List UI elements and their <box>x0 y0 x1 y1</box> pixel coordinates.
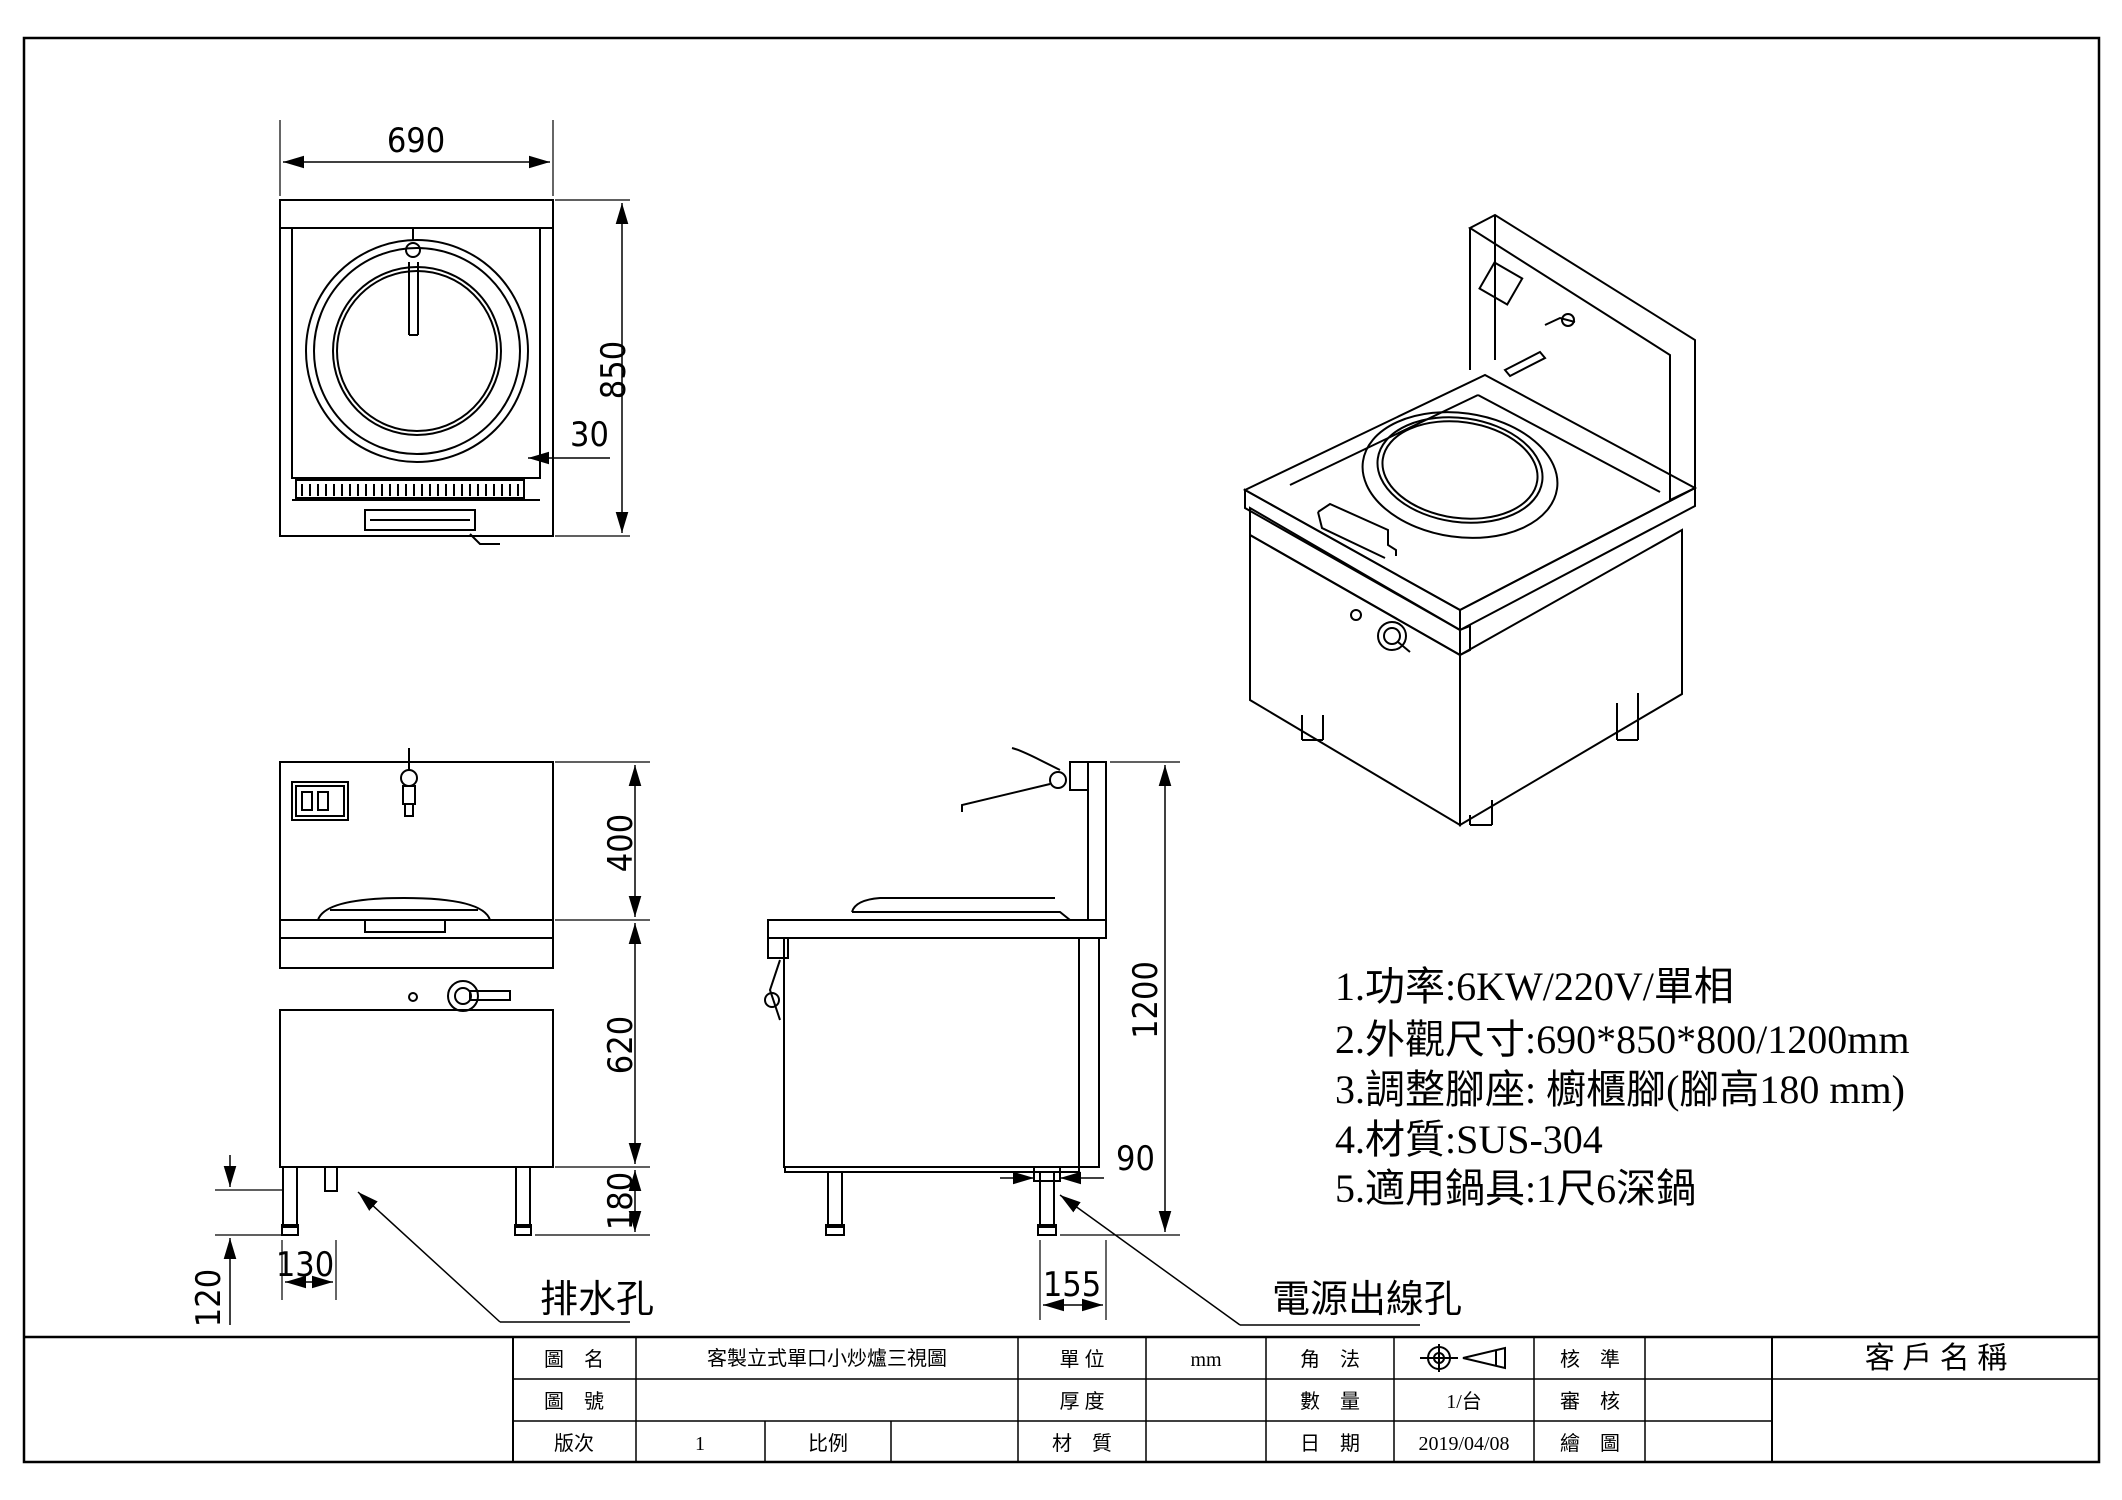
label-approve: 核 準 <box>1560 1348 1620 1371</box>
note-line: 3.調整腳座: 櫥櫃腳(腳高180 mm) <box>1335 1067 1905 1112</box>
dim-top-offset: 30 <box>570 415 609 455</box>
value-date: 2019/04/08 <box>1418 1433 1509 1455</box>
dim-front-backsplash: 400 <box>601 814 641 872</box>
note-line: 1.功率:6KW/220V/單相 <box>1335 964 1734 1009</box>
title-block-text: 圖 名 客製立式單口小炒爐三視圖 圖 號 版次 1 比例 單 位 mm 厚 度 … <box>544 1342 2007 1455</box>
sheet-border <box>22 36 2101 1464</box>
isometric-view <box>1242 213 1698 827</box>
dim-top-width: 690 <box>387 121 445 161</box>
label-date: 日 期 <box>1300 1433 1360 1455</box>
label-angle: 角 法 <box>1300 1348 1360 1371</box>
value-unit: mm <box>1190 1349 1222 1371</box>
label-drawing-no: 圖 號 <box>544 1390 604 1413</box>
label-drawing-name: 圖 名 <box>544 1348 604 1371</box>
top-view <box>279 120 630 545</box>
value-drawing-name: 客製立式單口小炒爐三視圖 <box>707 1347 947 1370</box>
dim-side-foot: 155 <box>1043 1265 1101 1305</box>
value-version: 1 <box>695 1433 705 1455</box>
dim-side-total: 1200 <box>1126 961 1166 1039</box>
dim-front-body: 620 <box>601 1016 641 1074</box>
label-drain: 排水孔 <box>540 1277 654 1321</box>
dim-front-foot-height: 120 <box>189 1269 229 1327</box>
side-view <box>764 747 1420 1326</box>
label-thickness: 厚 度 <box>1060 1390 1105 1413</box>
label-customer: 客 戶 名 稱 <box>1865 1342 2008 1375</box>
note-line: 4.材質:SUS-304 <box>1335 1117 1603 1162</box>
spec-notes: 1.功率:6KW/220V/單相 2.外觀尺寸:690*850*800/1200… <box>1335 964 1909 1211</box>
label-review: 審 核 <box>1560 1390 1620 1413</box>
dim-front-foot-offset: 130 <box>276 1245 334 1285</box>
note-line: 2.外觀尺寸:690*850*800/1200mm <box>1335 1017 1909 1062</box>
label-quantity: 數 量 <box>1300 1390 1360 1413</box>
title-block <box>24 1335 2099 1462</box>
label-scale: 比例 <box>808 1432 848 1455</box>
dim-front-leg: 180 <box>601 1172 641 1230</box>
dim-side-offset: 90 <box>1116 1139 1155 1179</box>
label-draw: 繪 圖 <box>1560 1432 1620 1455</box>
label-power-outlet: 電源出線孔 <box>1272 1277 1462 1321</box>
front-view <box>215 748 650 1325</box>
note-line: 5.適用鍋具:1尺6深鍋 <box>1335 1166 1696 1211</box>
dim-top-depth: 850 <box>594 341 634 399</box>
label-unit: 單 位 <box>1060 1348 1105 1371</box>
label-material: 材 質 <box>1052 1432 1112 1455</box>
label-version: 版次 <box>554 1432 594 1455</box>
value-quantity: 1/台 <box>1446 1390 1482 1413</box>
